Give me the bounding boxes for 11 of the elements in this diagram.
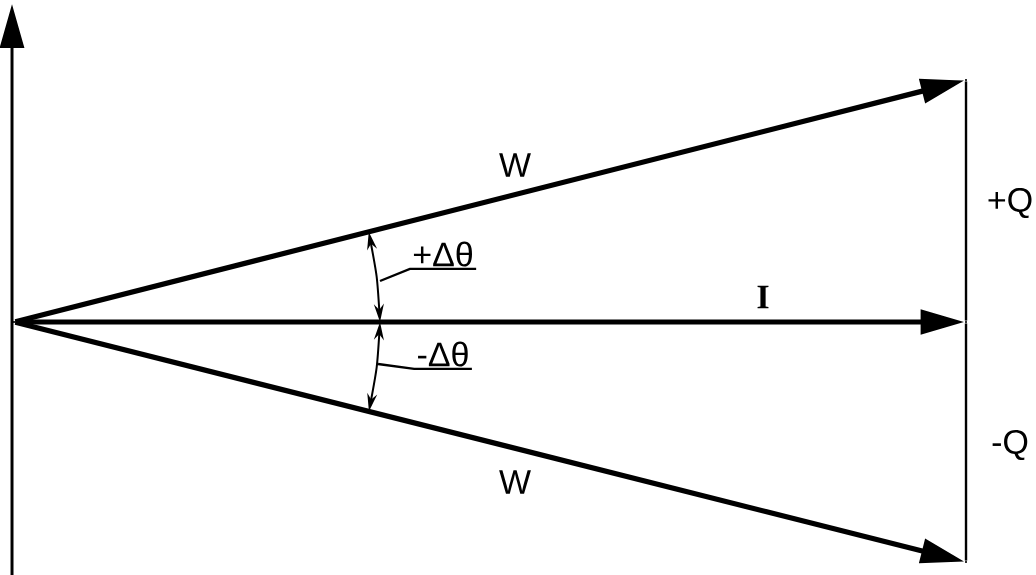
edge-label: -Q — [992, 429, 1028, 461]
edge-label: I — [757, 285, 769, 309]
edge-label: W — [499, 470, 531, 494]
edge-label: W — [499, 153, 531, 177]
leader-line — [377, 362, 472, 371]
leader-line — [379, 267, 477, 283]
angle-label: -Δθ — [418, 341, 468, 367]
line — [964, 81, 968, 321]
angle-label: +Δθ — [413, 241, 472, 267]
edge-label: +Q — [988, 187, 1032, 219]
line — [964, 323, 968, 561]
